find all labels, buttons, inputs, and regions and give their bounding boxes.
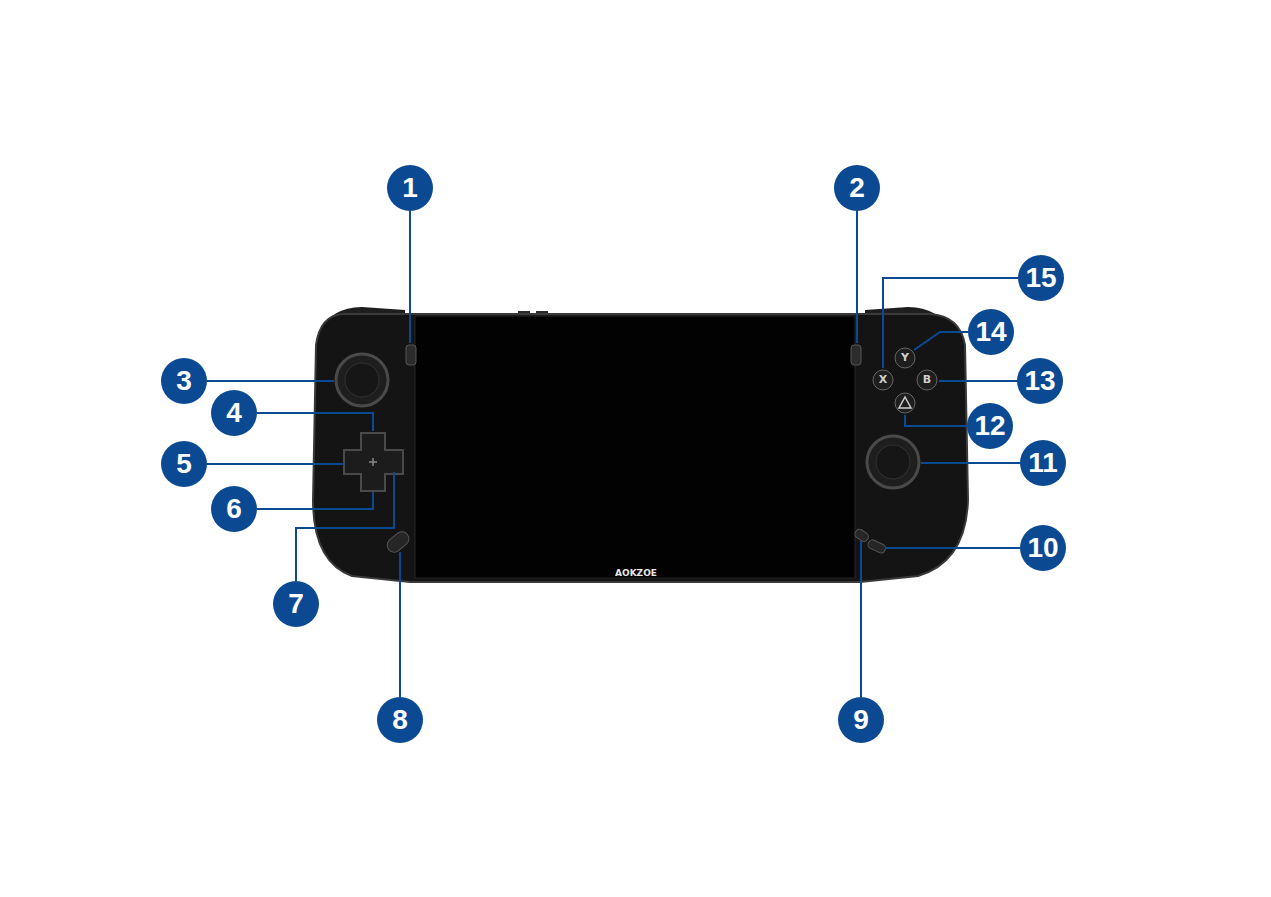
leader-line bbox=[921, 462, 1020, 464]
leader-line bbox=[257, 413, 373, 431]
leader-line bbox=[860, 541, 862, 697]
callout-number: 15 bbox=[1018, 255, 1064, 301]
face-button bbox=[895, 348, 915, 368]
brand-logo: AOKZOE bbox=[615, 568, 657, 579]
menu-button bbox=[851, 345, 861, 365]
leader-line bbox=[207, 380, 334, 382]
button-letter: B bbox=[919, 372, 935, 388]
left-stick-cap bbox=[345, 363, 379, 397]
leader-line bbox=[296, 472, 394, 581]
face-button bbox=[895, 393, 915, 413]
callout-number: 4 bbox=[211, 390, 257, 436]
face-button bbox=[917, 370, 937, 390]
callout-number: 7 bbox=[273, 581, 319, 627]
leader-line bbox=[885, 547, 1020, 549]
triangle-symbol bbox=[899, 397, 911, 408]
leader-line bbox=[856, 211, 858, 343]
view-button bbox=[406, 345, 416, 365]
callout-number: 2 bbox=[834, 165, 880, 211]
callout-number: 11 bbox=[1020, 440, 1066, 486]
callout-number: 5 bbox=[161, 441, 207, 487]
callout-number: 9 bbox=[838, 697, 884, 743]
screen bbox=[415, 316, 855, 578]
leader-line bbox=[883, 278, 1018, 368]
right-small-button bbox=[853, 528, 870, 543]
button-letter: X bbox=[875, 372, 891, 388]
device-body bbox=[313, 314, 968, 582]
left-small-button bbox=[384, 529, 411, 555]
button-letter: Y bbox=[897, 350, 913, 366]
callout-number: 13 bbox=[1017, 358, 1063, 404]
leader-line bbox=[399, 552, 401, 697]
callout-number: 6 bbox=[211, 486, 257, 532]
callout-number: 3 bbox=[161, 358, 207, 404]
right-stick bbox=[867, 436, 919, 488]
callout-number: 14 bbox=[968, 309, 1014, 355]
leader-line bbox=[207, 463, 343, 465]
callout-number: 12 bbox=[967, 403, 1013, 449]
leader-line bbox=[939, 380, 1017, 382]
left-stick bbox=[336, 354, 388, 406]
callout-number: 1 bbox=[387, 165, 433, 211]
leader-lines bbox=[207, 211, 1020, 697]
leader-line bbox=[905, 415, 967, 426]
dpad-plus bbox=[369, 458, 377, 466]
leader-line bbox=[257, 492, 373, 509]
face-button bbox=[873, 370, 893, 390]
callout-number: 10 bbox=[1020, 525, 1066, 571]
right-small-button bbox=[867, 539, 887, 555]
leader-line bbox=[914, 332, 968, 350]
callout-number: 8 bbox=[377, 697, 423, 743]
right-stick-cap bbox=[876, 445, 910, 479]
leader-line bbox=[409, 211, 411, 343]
